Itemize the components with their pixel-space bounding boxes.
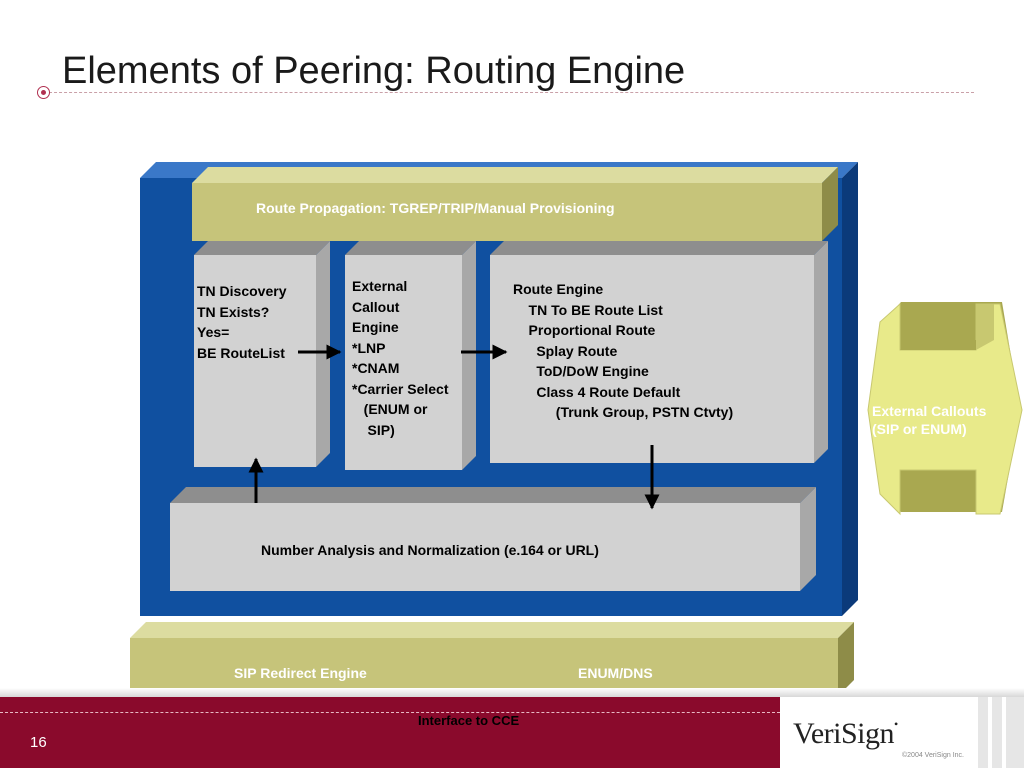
- route-line-5: ToD/DoW Engine: [513, 363, 649, 379]
- external-callout-block: [345, 241, 476, 470]
- footer-divider: [0, 712, 780, 713]
- interface-to-cce-label: Interface to CCE: [418, 713, 520, 728]
- verisign-logo: VeriSign•: [793, 717, 898, 751]
- route-line-1: Route Engine: [513, 281, 604, 297]
- tn-line-1: TN Discovery: [197, 283, 287, 299]
- tn-line-7: BE RouteList: [197, 344, 285, 361]
- footer-stripe: [1006, 697, 1024, 768]
- route-line-6: Class 4 Route Default: [513, 383, 681, 400]
- copyright-text: ©2004 VeriSign Inc.: [902, 752, 964, 759]
- page-number: 16: [30, 734, 47, 751]
- logo-text: VeriSign: [793, 717, 895, 750]
- route-line-2: TN To BE Route List: [513, 301, 663, 318]
- ext-callouts-line-2: (SIP or ENUM): [872, 421, 967, 437]
- footer-stripe: [992, 697, 1002, 768]
- callout-line-6: *CNAM: [352, 360, 400, 376]
- route-line-3: Proportional Route: [513, 322, 656, 338]
- callout-line-9: SIP): [352, 421, 395, 438]
- callout-line-3: Engine: [352, 319, 399, 335]
- callout-line-7: *Carrier Select: [352, 380, 449, 397]
- callout-line-8: (ENUM or: [352, 401, 428, 417]
- tn-discovery-block: [194, 241, 330, 467]
- tn-line-3: TN Exists?: [197, 303, 270, 320]
- external-callouts-arrow: [867, 302, 1023, 516]
- tn-discovery-text: TN Discovery TN Exists? Yes= BE RouteLis…: [197, 281, 286, 363]
- enum-dns-block: [482, 622, 854, 696]
- sip-redirect-label: SIP Redirect Engine: [234, 665, 367, 681]
- number-analysis-label: Number Analysis and Normalization (e.164…: [261, 542, 599, 558]
- route-propagation-block: [192, 167, 838, 241]
- route-line-7: (Trunk Group, PSTN Ctvty): [513, 404, 734, 420]
- sip-redirect-block: [130, 622, 500, 696]
- external-callouts-text: External Callouts (SIP or ENUM): [872, 402, 986, 438]
- enum-dns-label: ENUM/DNS: [578, 665, 653, 681]
- title-bullet-icon: [37, 86, 50, 99]
- footer-shadow: [0, 688, 1024, 697]
- title-divider: [44, 92, 974, 93]
- route-engine-text: Route Engine TN To BE Route List Proport…: [513, 279, 733, 423]
- logo-mark-icon: •: [894, 717, 898, 731]
- callout-line-5: *LNP: [352, 339, 386, 356]
- callout-line-1: External: [352, 278, 408, 294]
- ext-callouts-line-1: External Callouts: [872, 403, 987, 419]
- slide-title: Elements of Peering: Routing Engine: [62, 50, 686, 92]
- tn-line-6: Yes=: [197, 324, 230, 340]
- route-propagation-label: Route Propagation: TGREP/TRIP/Manual Pro…: [256, 200, 615, 216]
- callout-line-2: Callout: [352, 298, 400, 315]
- external-callout-text: External Callout Engine *LNP *CNAM *Carr…: [352, 276, 449, 440]
- route-engine-block: [490, 241, 828, 463]
- footer-stripe: [978, 697, 988, 768]
- number-analysis-block: [170, 487, 816, 591]
- route-line-4: Splay Route: [513, 342, 618, 359]
